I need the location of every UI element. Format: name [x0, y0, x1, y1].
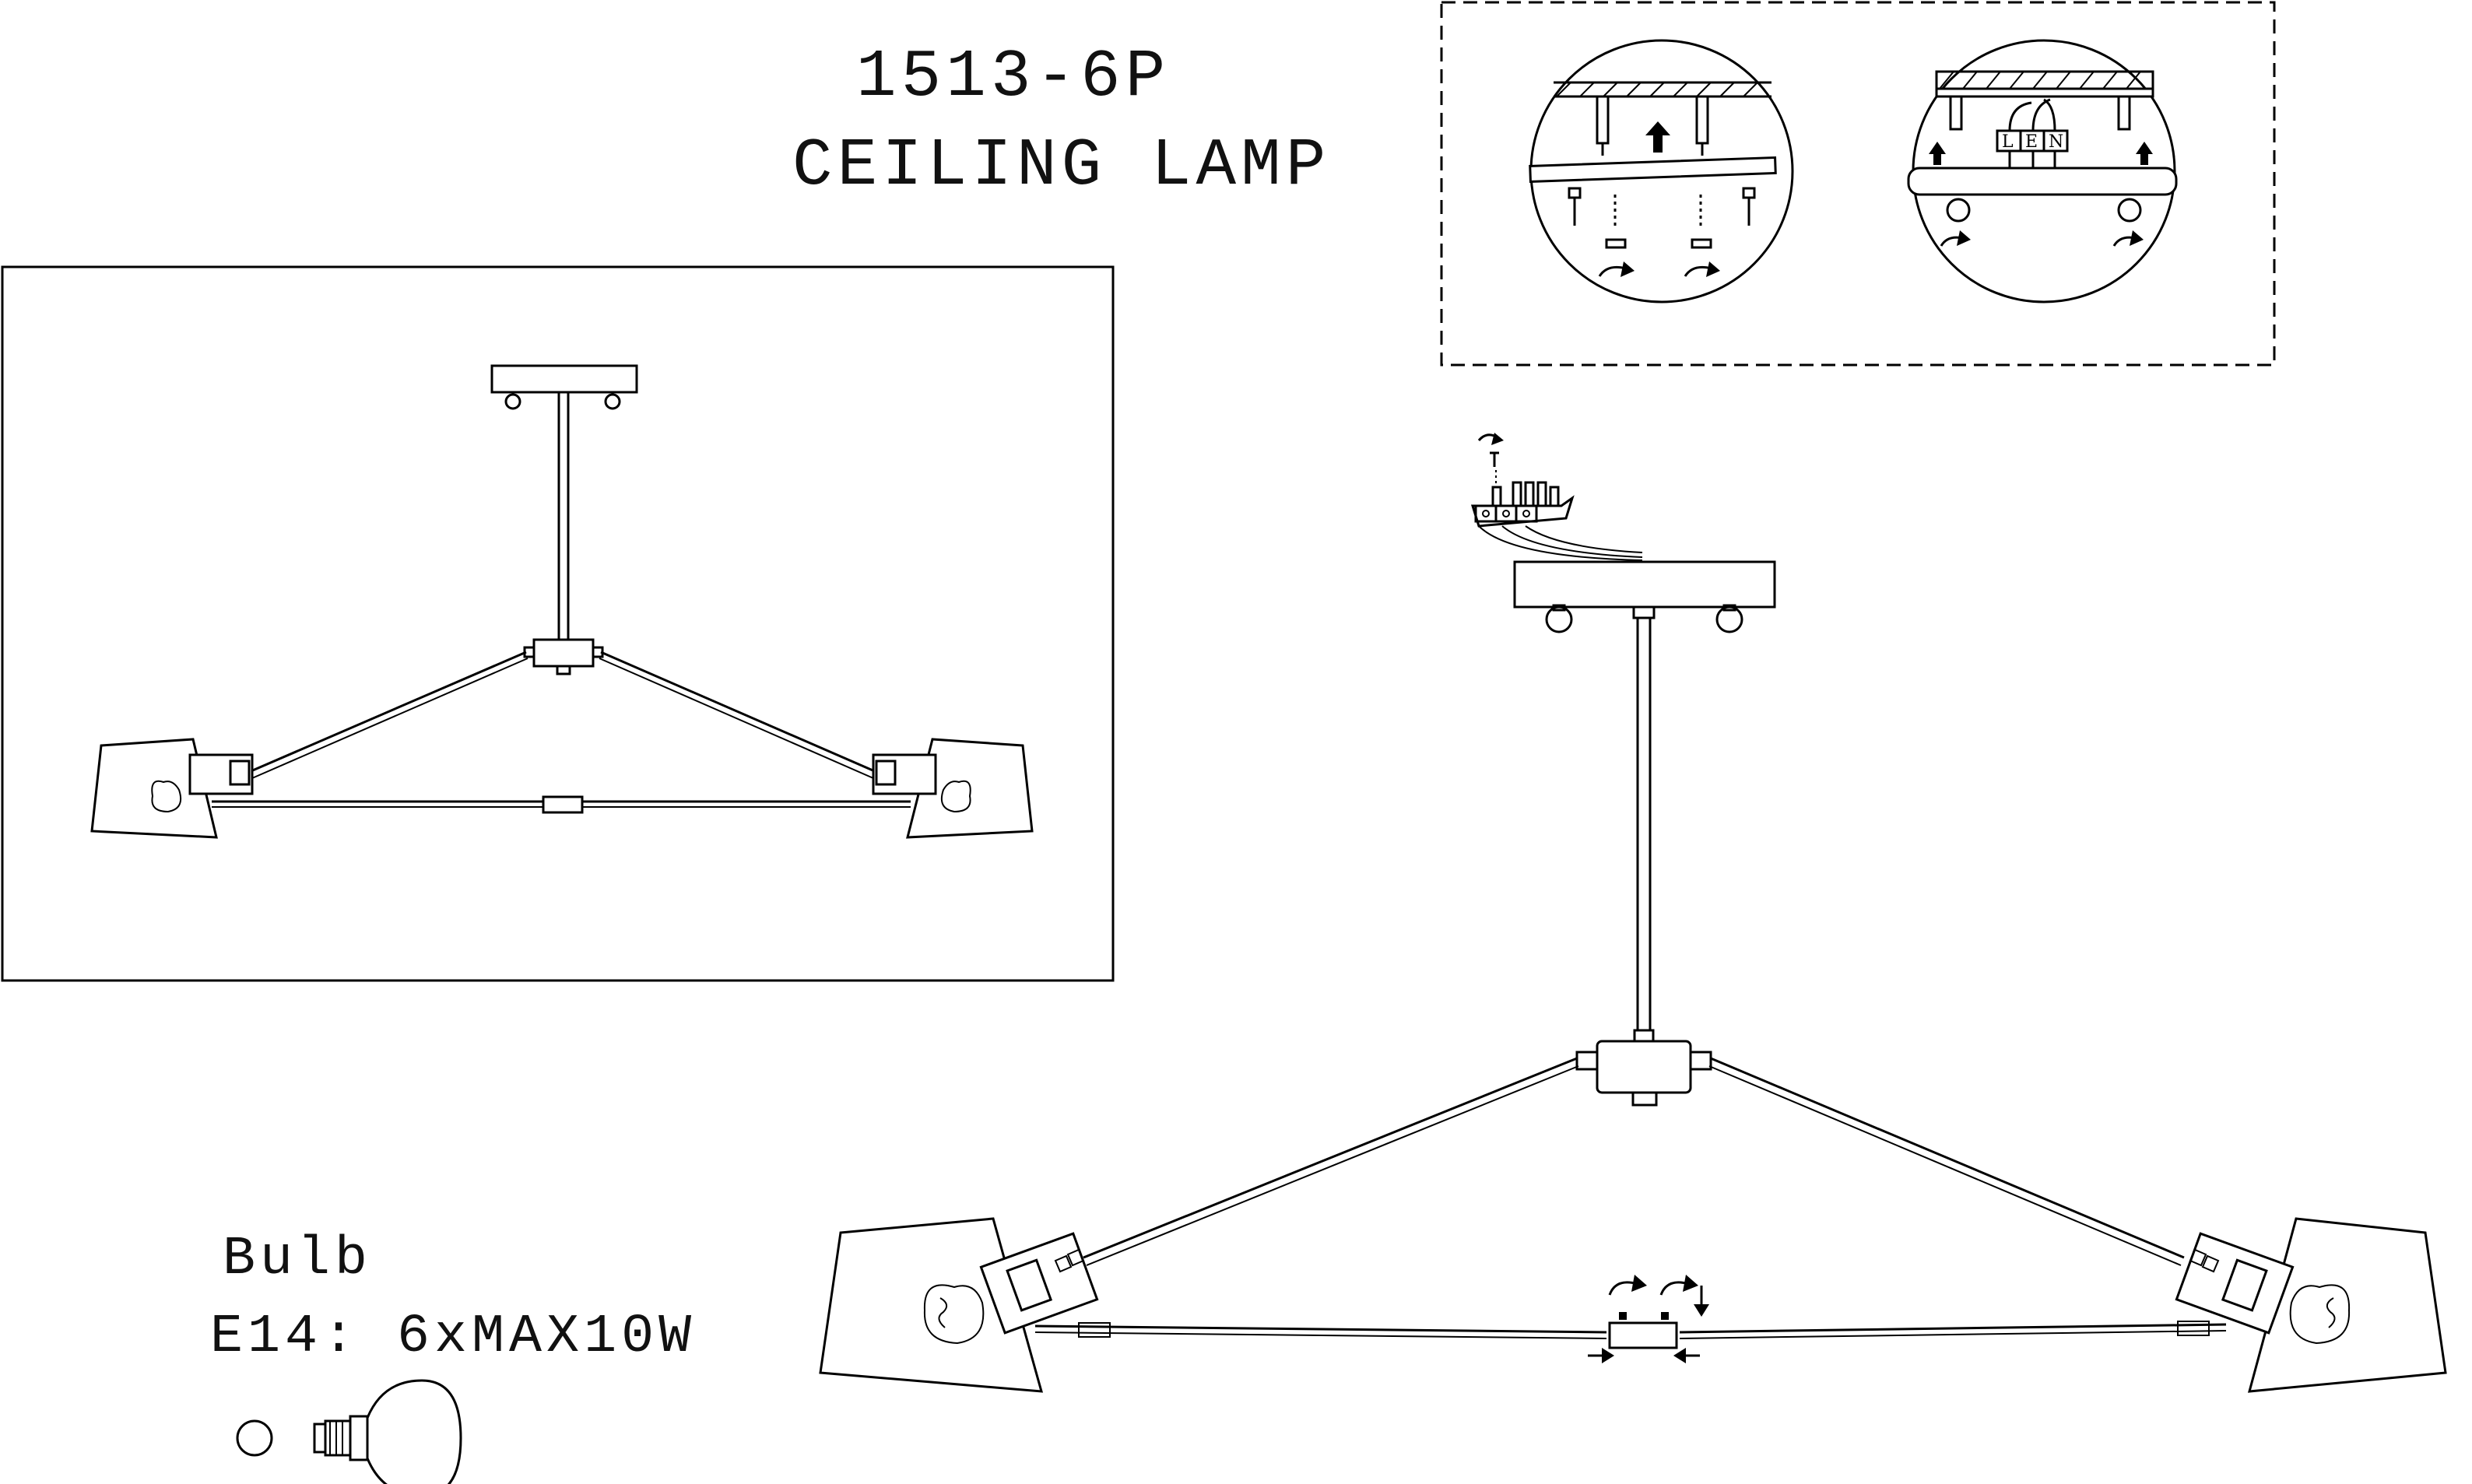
terminal-label-e: E: [2025, 132, 2038, 152]
terminal-label-l: L: [2002, 132, 2014, 152]
installation-detail-box: L E N: [1440, 1, 2276, 367]
terminal-label-n: N: [2049, 132, 2063, 152]
overview-panel: [1, 265, 1115, 982]
bulb-spec: E14: 6xMAX10W: [210, 1307, 697, 1368]
bulb-illustration: [236, 1379, 462, 1484]
model-number: 1513-6P: [856, 39, 1171, 115]
wiring-detail: L E N: [1907, 39, 2178, 303]
product-name: CEILING LAMP: [792, 128, 1331, 204]
bracket-mounting-detail: [1529, 39, 1794, 303]
bulb-label: Bulb: [223, 1229, 373, 1290]
main-assembly-view: [819, 433, 2447, 1393]
